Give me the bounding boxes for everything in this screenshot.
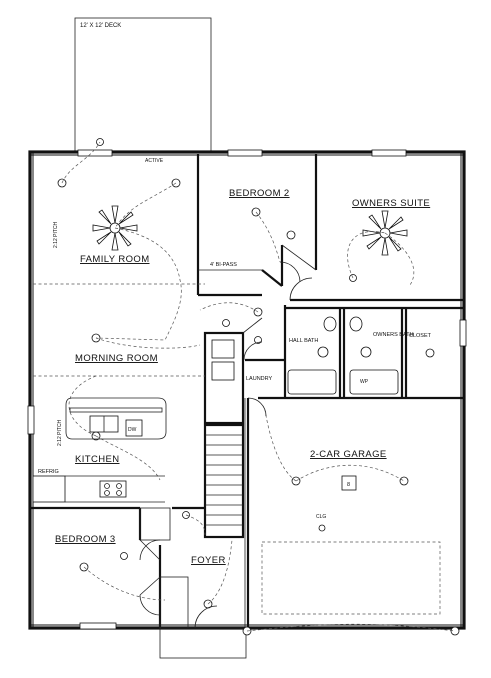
toilet-icon bbox=[360, 346, 372, 358]
deck-label: 12' X 12' DECK bbox=[80, 23, 121, 29]
svg-text:DW: DW bbox=[128, 427, 137, 433]
light-fixtures bbox=[57, 138, 460, 636]
washer-icon bbox=[211, 339, 235, 359]
laundry-label: LAUNDRY bbox=[246, 376, 273, 382]
room-divisions bbox=[33, 283, 441, 615]
garage-panel: 8 bbox=[318, 475, 357, 532]
light-icon bbox=[399, 476, 409, 486]
dishwasher-icon bbox=[125, 419, 143, 437]
kitchen-label: KITCHEN bbox=[75, 454, 120, 465]
pitch-label: 2:12 PITCH bbox=[53, 221, 59, 248]
ceiling-fan-icon bbox=[92, 205, 138, 251]
interior-walls bbox=[30, 154, 464, 629]
bath-fixtures bbox=[287, 316, 399, 395]
annotations: ACTIVE 4' BI-PASS 2:12 PITCH 2:12 PITCH … bbox=[53, 158, 369, 520]
windows bbox=[27, 149, 467, 630]
wp-label: WP bbox=[360, 379, 369, 385]
light-icon bbox=[425, 348, 435, 358]
owners-suite-label: OWNERS SUITE bbox=[352, 198, 430, 209]
wiring bbox=[61, 141, 456, 632]
sink-icon bbox=[349, 316, 363, 332]
refrigerator-icon bbox=[32, 475, 66, 503]
light-icon bbox=[222, 319, 230, 327]
deck: 12' X 12' DECK bbox=[74, 17, 212, 153]
tub-icon bbox=[349, 369, 399, 395]
foyer-label: FOYER bbox=[191, 555, 226, 566]
family-room-label: FAMILY ROOM bbox=[80, 254, 150, 265]
ceiling-fan-icon bbox=[362, 210, 408, 256]
svg-text:REFRIG: REFRIG bbox=[38, 469, 59, 475]
bi-pass-label: 4' BI-PASS bbox=[210, 262, 237, 268]
range-icon bbox=[99, 480, 127, 498]
owners-bath-label: OWNERS BATH bbox=[373, 332, 414, 338]
ceiling-light-icon bbox=[318, 524, 326, 532]
bedroom-2-label: BEDROOM 2 bbox=[229, 188, 290, 199]
dryer-icon bbox=[211, 361, 235, 381]
svg-text:8: 8 bbox=[347, 482, 350, 488]
stairs bbox=[205, 434, 243, 526]
garage-label: 2-CAR GARAGE bbox=[310, 449, 387, 460]
door-swings bbox=[139, 261, 313, 629]
room-labels: FAMILY ROOM BEDROOM 2 OWNERS SUITE MORNI… bbox=[55, 188, 432, 566]
laundry-appliances bbox=[211, 339, 235, 381]
toilet-icon bbox=[317, 346, 329, 358]
closet-label: CLOSET bbox=[409, 333, 432, 339]
smoke-detectors bbox=[120, 230, 296, 560]
clg-label: CLG bbox=[316, 514, 326, 520]
kitchen-island: DW bbox=[65, 397, 167, 440]
bedroom-3-label: BEDROOM 3 bbox=[55, 534, 116, 545]
hall-bath-label: HALL BATH bbox=[289, 338, 318, 344]
morning-room-label: MORNING ROOM bbox=[75, 353, 158, 364]
tub-icon bbox=[287, 369, 337, 395]
active-door-label: ACTIVE bbox=[145, 158, 164, 164]
sink-icon bbox=[323, 316, 337, 332]
pitch-label: 2:12 PITCH bbox=[57, 419, 63, 446]
kitchen-counter: REFRIG bbox=[32, 469, 165, 503]
light-icon bbox=[450, 626, 460, 636]
front-porch bbox=[159, 627, 247, 659]
